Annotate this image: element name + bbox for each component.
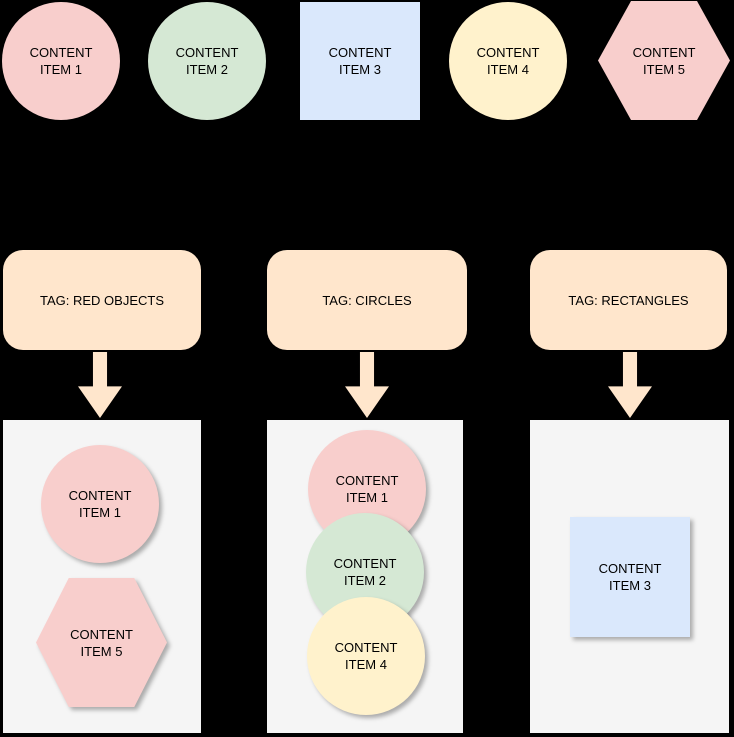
content-item-1-label: CONTENT ITEM 1	[30, 44, 93, 78]
label-line: CONTENT	[476, 45, 540, 60]
tag-rectangles[interactable]: TAG: RECTANGLES	[530, 250, 727, 350]
label-line: CONTENT	[333, 556, 397, 571]
grouped-content-item-3-label: CONTENT ITEM 3	[599, 560, 662, 594]
grouped-content-item-2-label: CONTENT ITEM 2	[334, 555, 397, 589]
content-item-5-node[interactable]: CONTENT ITEM 5	[598, 1, 730, 120]
hexagon-shape: CONTENT ITEM 5	[36, 578, 167, 707]
down-arrow-circles[interactable]	[345, 352, 389, 418]
label-line: CONTENT	[335, 473, 399, 488]
label-line: CONTENT	[29, 45, 93, 60]
tag-circles[interactable]: TAG: CIRCLES	[267, 250, 467, 350]
content-item-5-label: CONTENT ITEM 5	[633, 44, 696, 78]
tag-red-objects[interactable]: TAG: RED OBJECTS	[3, 250, 201, 350]
grouped-content-item-1[interactable]: CONTENT ITEM 1	[41, 445, 159, 563]
content-item-4-node[interactable]: CONTENT ITEM 4	[449, 2, 567, 120]
label-line: ITEM 2	[186, 62, 228, 77]
tag-rectangles-label: TAG: RECTANGLES	[568, 292, 689, 308]
label-line: ITEM 1	[40, 62, 82, 77]
content-item-2-label: CONTENT ITEM 2	[176, 44, 239, 78]
label-line: ITEM 3	[339, 62, 381, 77]
label-line: CONTENT	[328, 45, 392, 60]
label-line: CONTENT	[70, 626, 133, 642]
label-line: CONTENT	[175, 45, 239, 60]
content-item-1-node[interactable]: CONTENT ITEM 1	[2, 2, 120, 120]
tag-circles-label: TAG: CIRCLES	[322, 292, 412, 308]
down-arrow-rectangles[interactable]	[608, 352, 652, 418]
content-item-3-node[interactable]: CONTENT ITEM 3	[300, 2, 420, 120]
group-container-rectangles[interactable]: CONTENT ITEM 3	[530, 420, 729, 733]
label-line: ITEM 3	[609, 578, 651, 593]
tag-red-objects-label: TAG: RED OBJECTS	[40, 292, 164, 308]
grouped-content-item-3[interactable]: CONTENT ITEM 3	[570, 517, 690, 637]
label-line: CONTENT	[632, 44, 696, 60]
content-item-3-label: CONTENT ITEM 3	[329, 44, 392, 78]
label-line: CONTENT	[68, 488, 132, 503]
down-arrow-red-objects[interactable]	[78, 352, 122, 418]
group-container-red-objects[interactable]: CONTENT ITEM 1 CONTENT ITEM 5	[3, 420, 201, 733]
grouped-content-item-1-label: CONTENT ITEM 1	[69, 487, 132, 521]
label-line: CONTENT	[334, 640, 398, 655]
label-line: ITEM 4	[487, 62, 529, 77]
label-line: ITEM 5	[643, 61, 685, 77]
label-line: ITEM 5	[80, 643, 123, 659]
label-line: ITEM 2	[344, 573, 386, 588]
grouped-content-item-1-circles-label: CONTENT ITEM 1	[336, 472, 399, 506]
content-item-4-label: CONTENT ITEM 4	[477, 44, 540, 78]
grouped-content-item-5[interactable]: CONTENT ITEM 5	[36, 578, 167, 707]
grouped-content-item-5-label: CONTENT ITEM 5	[70, 626, 133, 660]
label-line: ITEM 1	[346, 490, 388, 505]
group-container-circles[interactable]: CONTENT ITEM 1 CONTENT ITEM 2 CONTENT IT…	[267, 420, 463, 733]
label-line: ITEM 1	[79, 505, 121, 520]
label-line: CONTENT	[598, 561, 662, 576]
grouped-content-item-4-label: CONTENT ITEM 4	[335, 639, 398, 673]
grouped-content-item-4[interactable]: CONTENT ITEM 4	[307, 597, 425, 715]
content-item-2-node[interactable]: CONTENT ITEM 2	[148, 2, 266, 120]
label-line: ITEM 4	[345, 657, 387, 672]
